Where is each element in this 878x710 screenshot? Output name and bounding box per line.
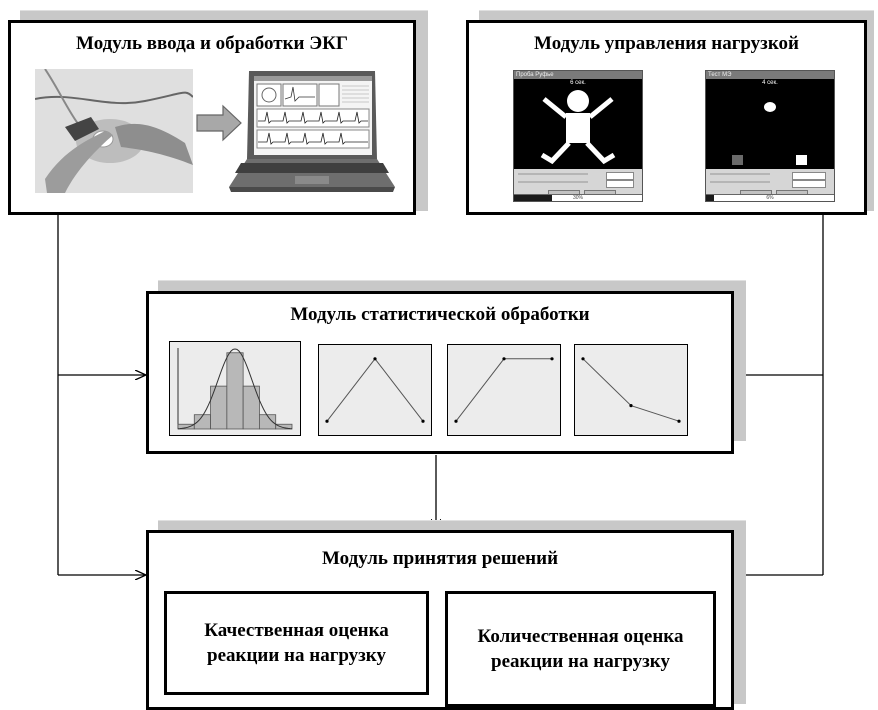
step-progress-fill <box>706 195 714 201</box>
data-point <box>581 357 585 361</box>
data-point <box>373 357 377 361</box>
data-point <box>629 404 633 408</box>
decision-module-box: Модуль принятия решений Качественная оце… <box>146 530 734 710</box>
ruffier-progress-label: 30% <box>572 195 583 201</box>
histogram-bar <box>242 385 260 430</box>
line-chart-peak-svg <box>325 357 425 423</box>
line-chart-plateau-svg <box>454 357 554 423</box>
ruffier-timer: 6 сек. <box>514 79 642 87</box>
data-point <box>550 357 554 361</box>
step-progress-bar: 6% <box>706 194 834 201</box>
ruffier-window-title: Проба Руфье <box>516 72 554 78</box>
ruffier-progress-fill <box>514 195 553 201</box>
ruffier-test-window: Проба Руфье 6 сек. 30% <box>513 70 643 202</box>
step-test-window: Тест МЭ 4 сек. 6% <box>705 70 835 202</box>
line-chart-decline-svg <box>581 357 681 423</box>
histogram-fit-curve <box>177 348 293 430</box>
step-progress-label: 6% <box>766 195 774 201</box>
data-point <box>454 419 458 423</box>
ruffier-settings-panel <box>518 172 638 188</box>
laptop-ecg-software <box>229 71 395 192</box>
ruffier-exercise-figure <box>514 87 642 169</box>
data-point <box>421 419 425 423</box>
line-chart-plateau <box>447 344 561 436</box>
series-line <box>326 357 424 422</box>
line-chart-decline <box>574 344 688 436</box>
statistics-module-title: Модуль статистической обработки <box>290 304 590 325</box>
electrode-hands-photo <box>35 69 193 193</box>
histogram-chart-svg <box>177 348 293 430</box>
load-module-box: Модуль управления нагрузкой Проба Руфье … <box>466 20 867 215</box>
decision-module-title: Модуль принятия решений <box>321 548 559 569</box>
data-point <box>677 419 681 423</box>
step-window-titlebar: Тест МЭ <box>706 71 834 79</box>
series-line <box>455 358 552 422</box>
ecg-module-title: Модуль ввода и обработки ЭКГ <box>76 33 348 54</box>
statistics-module-box: Модуль статистической обработки <box>146 291 734 454</box>
ruffier-window-titlebar: Проба Руфье <box>514 71 642 79</box>
series-line <box>582 358 680 422</box>
transfer-arrow-icon <box>196 104 242 142</box>
step-test-scene <box>706 87 834 169</box>
histogram-bar <box>259 414 277 430</box>
line-chart-peak <box>318 344 432 436</box>
ecg-module-box: Модуль ввода и обработки ЭКГ <box>8 20 416 215</box>
histogram-chart <box>169 341 301 436</box>
histogram-bar <box>275 423 293 430</box>
ruffier-progress-bar: 30% <box>514 194 642 201</box>
quantitative-assessment-box: Количественная оценка реакции на нагрузк… <box>445 591 716 707</box>
data-point <box>502 357 506 361</box>
load-module-title: Модуль управления нагрузкой <box>534 33 799 54</box>
data-point <box>325 419 329 423</box>
step-window-title: Тест МЭ <box>708 72 732 78</box>
histogram-bar <box>226 352 244 430</box>
qualitative-assessment-box: Качественная оценка реакции на нагрузку <box>164 591 429 695</box>
step-timer: 4 сек. <box>706 79 834 87</box>
step-settings-panel <box>710 172 830 188</box>
